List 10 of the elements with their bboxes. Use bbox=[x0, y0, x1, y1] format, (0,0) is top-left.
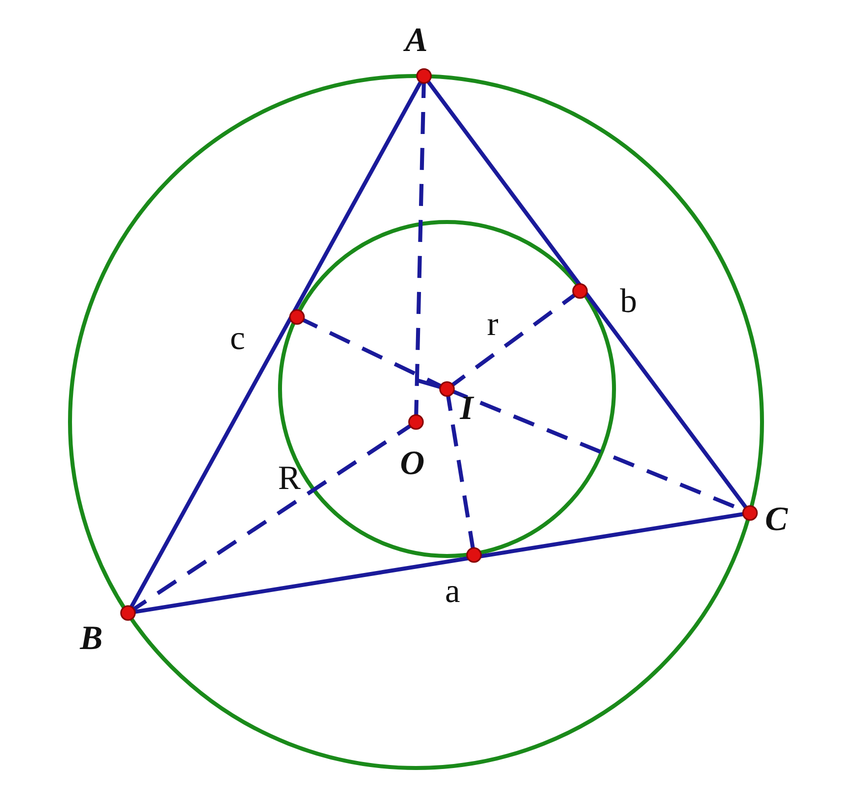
side-label: a bbox=[445, 575, 460, 609]
side-label: c bbox=[230, 322, 246, 356]
side-label: b bbox=[620, 285, 637, 319]
point-label: C bbox=[765, 503, 788, 537]
radius-label: r bbox=[487, 308, 498, 342]
point-label: A bbox=[405, 24, 428, 58]
radius-label: R bbox=[278, 462, 301, 496]
point-label: I bbox=[460, 392, 474, 426]
point-label: B bbox=[80, 622, 103, 656]
point-label: O bbox=[400, 447, 425, 481]
